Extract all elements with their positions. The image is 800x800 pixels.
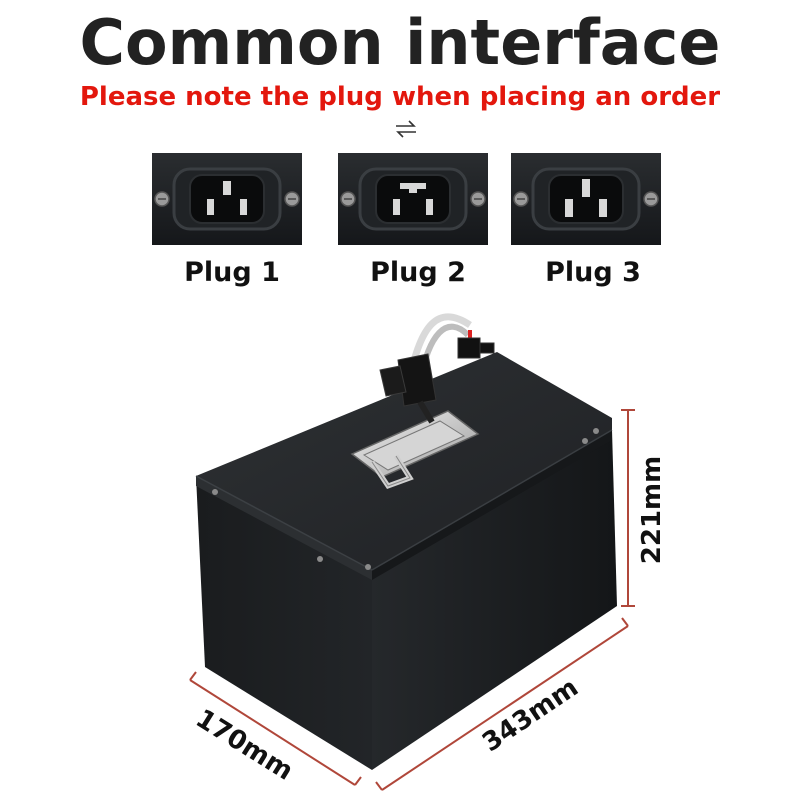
plug-1-image bbox=[152, 153, 302, 245]
height-dimension-label: 221mm bbox=[637, 456, 667, 564]
plug-1-label: Plug 1 bbox=[184, 257, 280, 288]
plug-3-image bbox=[511, 153, 661, 245]
battery-handle bbox=[350, 410, 480, 490]
swap-arrows-icon bbox=[396, 120, 416, 138]
battery-front-face bbox=[372, 430, 617, 770]
battery-illustration: 221mm 343mm 170mm bbox=[189, 313, 667, 791]
plug-2-label: Plug 2 bbox=[370, 257, 466, 288]
page-title: Common interface bbox=[79, 6, 721, 79]
plug-2-image bbox=[338, 153, 488, 245]
width-dimension-label: 170mm bbox=[190, 704, 298, 787]
plug-3-label: Plug 3 bbox=[545, 257, 641, 288]
order-note: Please note the plug when placing an ord… bbox=[79, 82, 721, 112]
